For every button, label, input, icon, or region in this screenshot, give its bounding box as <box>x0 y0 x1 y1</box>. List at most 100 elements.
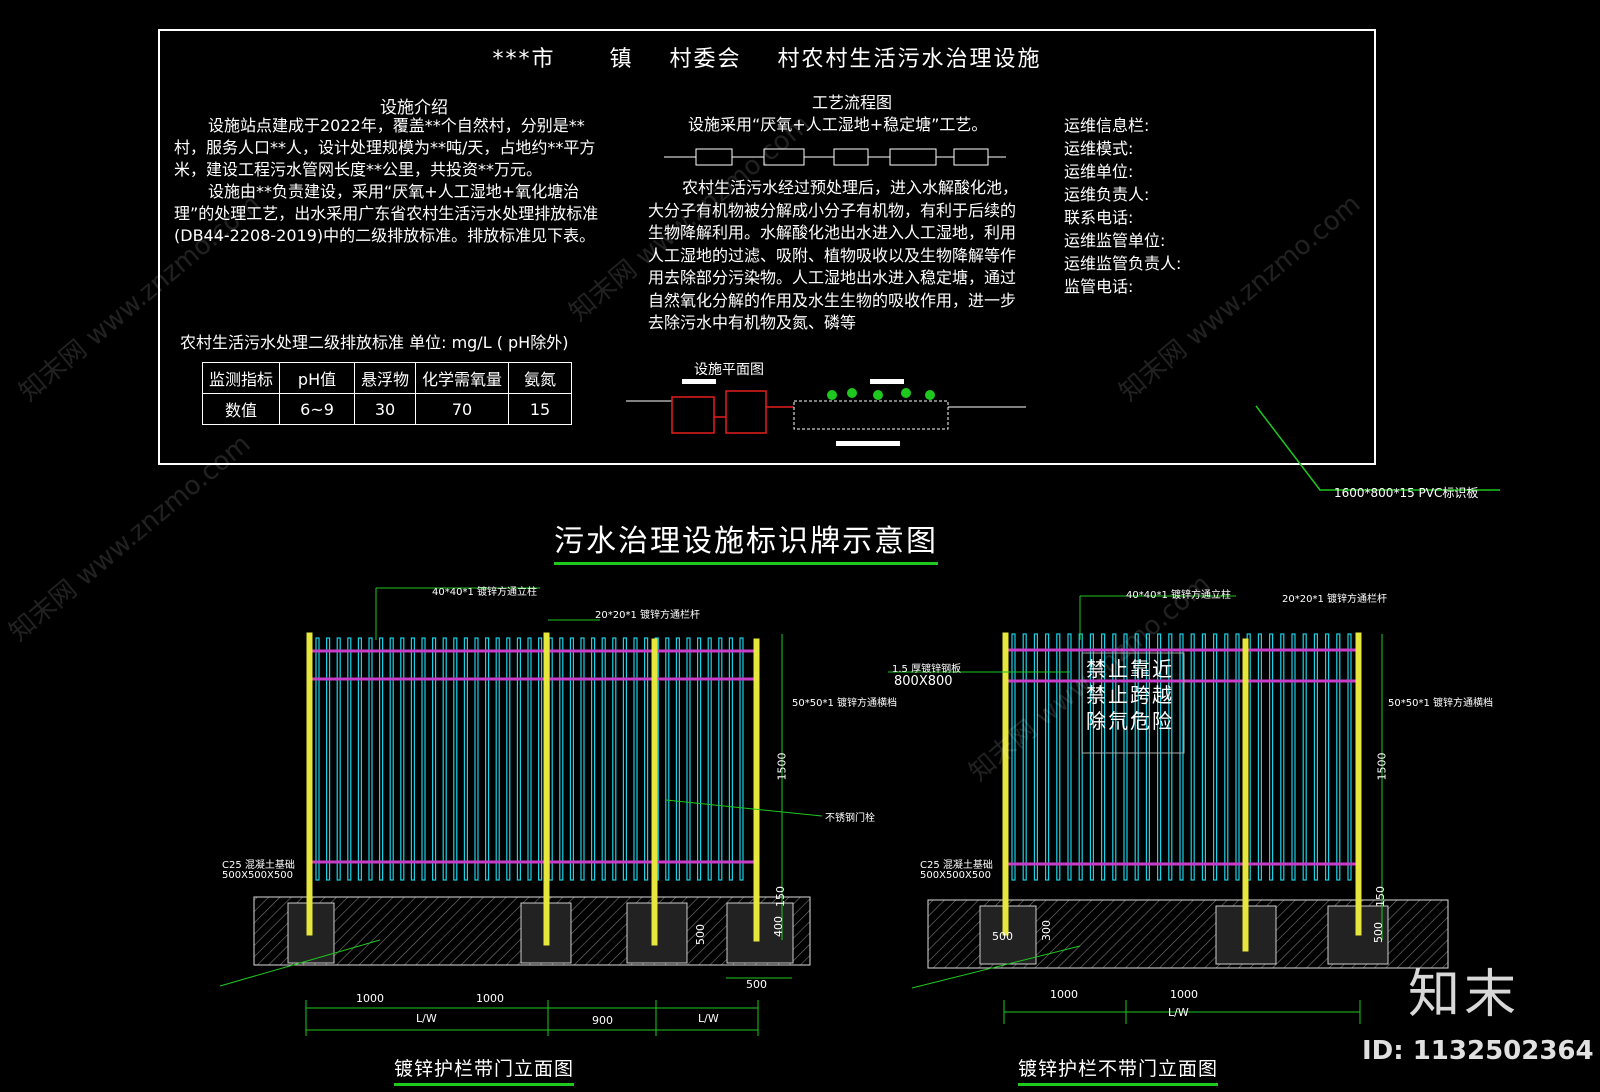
fence-bar <box>1067 633 1072 881</box>
fence-bar <box>1112 633 1117 881</box>
fence-bar <box>548 637 553 881</box>
fence-bar <box>485 637 490 881</box>
ops-item: 运维模式: <box>1064 139 1134 158</box>
dim-label: L/W <box>416 1012 437 1025</box>
diagram-title: 污水治理设施标识牌示意图 <box>554 516 938 565</box>
dim-label: 150 <box>1374 886 1387 907</box>
right-note-base: C25 混凝土基础 <box>920 860 993 871</box>
fence-bar <box>357 637 362 881</box>
fence-bar <box>1156 633 1162 881</box>
dim-label: 400 <box>772 916 785 937</box>
dim-label: L/W <box>698 1012 719 1025</box>
fence-bar <box>1022 633 1027 881</box>
fence-bar <box>580 637 585 881</box>
fence-bar <box>696 637 702 881</box>
table-cell: 15 <box>508 393 573 425</box>
table-row: 监测指标 pH值 悬浮物 化学需氧量 氨氮 <box>201 362 573 394</box>
right-view-title: 镀锌护栏不带门立面图 <box>1018 1054 1219 1086</box>
operations-info: 运维信息栏: 运维模式: 运维单位: 运维负责人: 联系电话: 运维监管单位: … <box>1064 114 1181 298</box>
dim-label: 1000 <box>476 992 504 1005</box>
intro-heading: 设施介绍 <box>380 98 448 118</box>
fence-bar <box>1044 633 1050 881</box>
fence-bar <box>569 637 575 881</box>
right-note-rail: 50*50*1 镀锌方通横档 <box>1388 698 1493 709</box>
right-note-post: 40*40*1 镀锌方通立柱 <box>1126 590 1231 601</box>
fence-bar <box>1011 633 1016 881</box>
left-base-size: 500X500X500 <box>222 870 293 881</box>
dim-label: L/W <box>1168 1006 1189 1019</box>
standard-caption: 农村生活污水处理二级排放标准 单位: mg/L ( pH除外) <box>180 333 569 352</box>
fence-bar <box>442 637 447 881</box>
image-id-label: ID: 1132502364 <box>1362 1036 1594 1066</box>
board-note: 1600*800*15 PVC标识板 <box>1334 486 1479 500</box>
fence-bar <box>1291 633 1296 881</box>
fence-bar <box>665 637 670 881</box>
fence-bar <box>368 637 373 881</box>
fence-bar <box>421 637 426 881</box>
dim-label: 500 <box>694 924 707 945</box>
dim-label: 1500 <box>775 752 789 781</box>
table-cell: 悬浮物 <box>354 362 417 394</box>
signboard-frame: ***市 镇 村委会 村农村生活污水治理设施 设施介绍 设施站点建成于2022年… <box>158 29 1376 465</box>
table-cell: 氨氮 <box>508 362 573 394</box>
ops-item: 监管电话: <box>1064 277 1134 296</box>
warning-sign-plate <box>1081 652 1185 754</box>
dim-label: 300 <box>1040 920 1053 941</box>
right-base-size: 500X500X500 <box>920 870 991 881</box>
table-cell: 70 <box>415 393 510 425</box>
ops-item: 运维负责人: <box>1064 185 1150 204</box>
fence-bar <box>1100 633 1106 881</box>
fence-bar <box>675 637 681 881</box>
fence-bar <box>326 637 331 881</box>
fence-bar <box>1168 633 1173 881</box>
dim-label: 500 <box>992 930 1013 943</box>
standard-table: 监测指标 pH值 悬浮物 化学需氧量 氨氮 数值 6~9 30 70 15 <box>201 362 573 425</box>
fence-bar <box>633 637 638 881</box>
process-subtitle: 设施采用“厌氧+人工湿地+稳定塘”工艺。 <box>688 115 988 134</box>
plan-heading: 设施平面图 <box>694 362 764 378</box>
table-cell: pH值 <box>279 362 356 394</box>
dim-label: 150 <box>774 886 787 907</box>
fence-bar <box>1257 633 1263 881</box>
fence-bar <box>1078 633 1083 881</box>
left-view-title: 镀锌护栏带门立面图 <box>394 1054 575 1086</box>
fence-bar <box>1347 633 1352 881</box>
process-flow-diagram <box>664 148 1006 166</box>
fence-bar <box>400 637 405 881</box>
fence-bar <box>728 637 734 881</box>
dim-label: 1000 <box>356 992 384 1005</box>
fence-bar <box>1268 633 1274 881</box>
fence-bar <box>686 637 691 881</box>
fence-bar <box>1089 633 1095 881</box>
fence-bar <box>495 637 500 881</box>
fence-bar <box>347 637 352 881</box>
left-note-lock: 不锈钢门栓 <box>825 813 875 824</box>
dim-label: 500 <box>1372 922 1385 943</box>
fence-bar <box>379 637 384 881</box>
fence-bar <box>1324 633 1330 881</box>
dim-label: 1000 <box>1170 988 1198 1001</box>
fence-bar <box>1280 633 1285 881</box>
right-note-bar: 20*20*1 镀锌方通栏杆 <box>1282 594 1387 605</box>
left-note-post: 40*40*1 镀锌方通立柱 <box>432 587 537 598</box>
sign-line: 除氘危险 <box>1086 709 1174 733</box>
board-note-leader <box>1255 405 1500 491</box>
fence-bar <box>622 637 628 881</box>
fence-bar <box>474 637 479 881</box>
fence-bar <box>1190 633 1195 881</box>
fence-bar <box>1033 633 1039 881</box>
dim-label: 1500 <box>1375 752 1389 781</box>
fence-bar <box>463 637 468 881</box>
ops-item: 运维监管单位: <box>1064 231 1166 250</box>
fence-bar <box>516 637 522 881</box>
fence-bar <box>1302 633 1307 881</box>
fence-bar <box>527 637 532 881</box>
fence-bar <box>453 637 458 881</box>
sign-line: 禁止跨越 <box>1086 683 1174 707</box>
fence-bar <box>315 637 320 881</box>
dim-label: 500 <box>746 978 767 991</box>
facility-plan-drawing <box>626 379 1026 446</box>
fence-bar <box>336 637 341 881</box>
fence-bar <box>601 637 606 881</box>
